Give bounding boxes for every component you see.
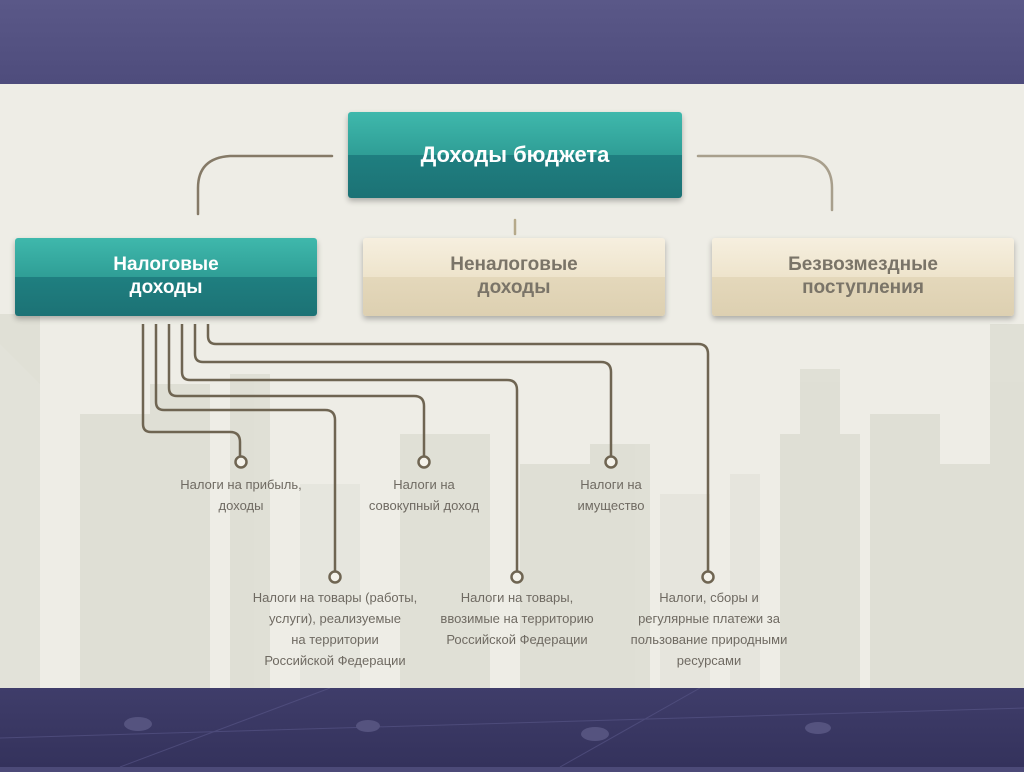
leaf-natural-resources-tax: Налоги, сборы и регулярные платежи за по… — [630, 590, 788, 668]
leaf-import-goods-tax: Налоги на товары, ввозимые на территорию… — [440, 590, 594, 647]
leaf-profit-income-tax: Налоги на прибыль, доходы — [180, 477, 302, 513]
city-skyline-background — [0, 314, 1024, 688]
leaf-aggregate-income-tax: Налоги на совокупный доход — [368, 477, 480, 513]
non-tax-revenue-box: Неналоговые доходы — [363, 238, 665, 316]
connector-lines — [141, 154, 834, 584]
bottom-band — [0, 687, 1024, 768]
non-tax-revenue-label: Неналоговые доходы — [450, 254, 578, 298]
top-band — [0, 0, 1024, 84]
tax-revenue-label: Налоговые доходы — [113, 254, 219, 298]
leaf-property-tax: Налоги на имущество — [577, 477, 645, 513]
root-label: Доходы бюджета — [420, 141, 610, 167]
bottom-band-decoration — [0, 687, 1024, 768]
tax-revenue-box: Налоговые доходы — [15, 238, 317, 316]
grants-box: Безвозмездные поступления — [712, 238, 1014, 316]
leaf-domestic-goods-tax: Налоги на товары (работы, услуги), реали… — [252, 590, 418, 668]
budget-revenue-root-box: Доходы бюджета — [348, 112, 682, 198]
grants-label: Безвозмездные поступления — [788, 254, 938, 298]
